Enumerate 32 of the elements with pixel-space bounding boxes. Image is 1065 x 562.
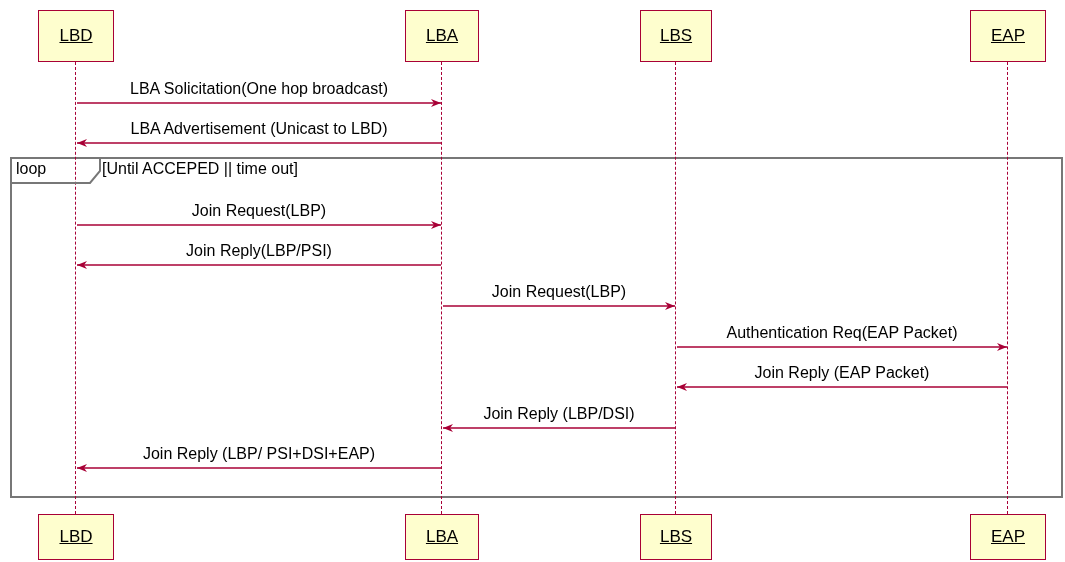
- participant-box: LBD: [38, 10, 114, 62]
- message-label: Join Reply (EAP Packet): [754, 364, 930, 382]
- lifeline: [441, 62, 443, 514]
- message-arrow: [76, 139, 442, 147]
- participant-box: LBS: [640, 10, 712, 62]
- message-label: LBA Advertisement (Unicast to LBD): [130, 120, 388, 138]
- participant-box: LBA: [405, 10, 479, 62]
- message-label: LBA Solicitation(One hop broadcast): [130, 80, 388, 98]
- lifeline: [675, 62, 677, 514]
- lifeline: [1007, 62, 1009, 514]
- participant-box: EAP: [970, 10, 1046, 62]
- message-arrow: [76, 221, 442, 229]
- message-arrow: [676, 343, 1008, 351]
- loop-condition: [Until ACCEPED || time out]: [102, 160, 298, 178]
- participant-box: LBA: [405, 514, 479, 560]
- message-label: Join Request(LBP): [491, 283, 627, 301]
- message-label: Join Request(LBP): [191, 202, 327, 220]
- message-arrow: [442, 424, 676, 432]
- message-label: Join Reply (LBP/DSI): [483, 405, 635, 423]
- message-arrow: [442, 302, 676, 310]
- lifeline: [75, 62, 77, 514]
- message-arrow: [76, 99, 442, 107]
- message-arrow: [76, 261, 442, 269]
- message-label: Authentication Req(EAP Packet): [726, 324, 958, 342]
- message-label: Join Reply (LBP/ PSI+DSI+EAP): [142, 445, 376, 463]
- participant-box: LBD: [38, 514, 114, 560]
- message-arrow: [76, 464, 442, 472]
- participant-box: EAP: [970, 514, 1046, 560]
- loop-keyword: loop: [16, 160, 47, 178]
- participant-box: LBS: [640, 514, 712, 560]
- message-arrow: [676, 383, 1008, 391]
- message-label: Join Reply(LBP/PSI): [186, 242, 332, 260]
